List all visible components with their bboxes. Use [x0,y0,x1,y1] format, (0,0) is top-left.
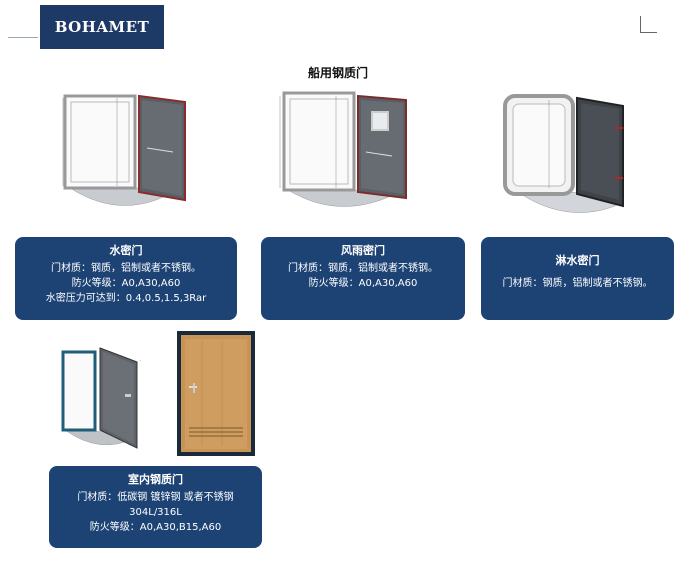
product-title: 风雨密门 [341,244,385,257]
watertight-door-illustration [62,94,186,206]
product-spec-line: 防火等级：A0,A30,A60 [71,278,181,289]
product-title: 室内钢质门 [128,473,183,486]
svg-text:·: · [140,358,142,364]
page-title: 船用钢质门 [307,66,368,80]
product-card-spraytight: 淋水密门 门材质：钢质，铝制或者不锈钢。 [481,237,674,320]
weathertight-door-illustration [279,91,407,207]
product-spec-line: 门材质：钢质，铝制或者不锈钢。 [51,263,201,274]
product-spec-line: 门材质：钢质，铝制或者不锈钢。 [502,278,653,289]
product-spec-line: 防火等级：A0,A30,B15,A60 [89,522,222,533]
page-corner-mark [640,16,657,33]
interior-steel-door-illustration: · [61,347,142,449]
product-spec-line: 304L/316L [129,507,182,518]
product-card-watertight: 水密门 门材质：钢质，铝制或者不锈钢。 防火等级：A0,A30,A60 水密压力… [15,237,237,320]
product-card-interior: 室内钢质门 门材质：低碳钢 镀锌钢 或者不锈钢 304L/316L 防火等级：A… [49,466,262,548]
product-spec-line: 门材质：低碳钢 镀锌钢 或者不锈钢 [77,492,234,503]
product-spec-line: 防火等级：A0,A30,A60 [308,278,418,289]
brand-logo: BOHAMET [40,5,164,49]
product-title: 淋水密门 [555,254,600,267]
product-spec-line: 门材质：钢质，铝制或者不锈钢。 [288,263,438,274]
header-rule [8,37,38,38]
wooden-door-photo [177,331,255,456]
spraytight-door-illustration [503,94,624,213]
product-card-weathertight: 风雨密门 门材质：钢质，铝制或者不锈钢。 防火等级：A0,A30,A60 [261,237,465,320]
product-spec-line: 水密压力可达到：0.4,0.5,1.5,3Rar [45,293,207,304]
product-title: 水密门 [109,244,143,257]
logo-text: BOHAMET [54,18,150,36]
